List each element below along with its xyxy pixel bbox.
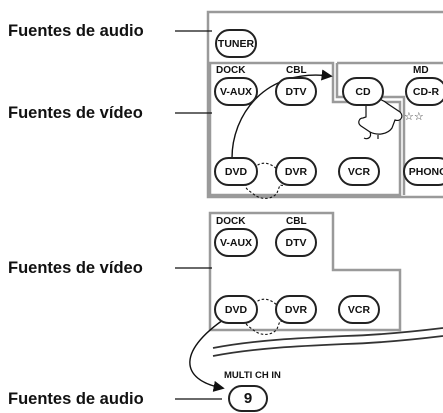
phono-button[interactable]: PHONO [403,157,443,186]
dvd-button[interactable]: DVD [214,157,258,186]
v-aux-button[interactable]: V-AUX [214,77,258,106]
label-video-sources-bottom: Fuentes de vídeo [8,259,143,277]
caption-multi-ch-in: MULTI CH IN [224,370,281,381]
multi-ch-in-9-button[interactable]: 9 [228,385,268,412]
vcr-button-bottom[interactable]: VCR [338,295,380,324]
v-aux-button-bottom[interactable]: V-AUX [214,228,258,257]
label-audio-sources-bottom: Fuentes de audio [8,390,144,408]
hand-dvd-icon [245,162,289,199]
label-audio-sources-top: Fuentes de audio [8,22,144,40]
tuner-button[interactable]: TUNER [215,29,257,58]
caption-md: MD [413,65,429,76]
dvr-button[interactable]: DVR [275,157,317,186]
caption-cbl: CBL [286,65,307,76]
dtv-button[interactable]: DTV [275,77,317,106]
caption-stars: ☆☆ [404,111,424,123]
vcr-button[interactable]: VCR [338,157,380,186]
dtv-button-bottom[interactable]: DTV [275,228,317,257]
hand-dvd-bottom-icon [245,298,289,335]
label-video-sources-top: Fuentes de vídeo [8,104,143,122]
dvd-button-bottom[interactable]: DVD [214,295,258,324]
cd-r-button[interactable]: CD-R [405,77,443,106]
caption-cbl-bottom: CBL [286,216,307,227]
cd-button[interactable]: CD [342,77,384,106]
dvr-button-bottom[interactable]: DVR [275,295,317,324]
caption-dock: DOCK [216,65,246,76]
caption-dock-bottom: DOCK [216,216,246,227]
break-lines [212,327,443,357]
hand-cd-icon [358,98,403,140]
bottom-arrow [189,313,233,392]
